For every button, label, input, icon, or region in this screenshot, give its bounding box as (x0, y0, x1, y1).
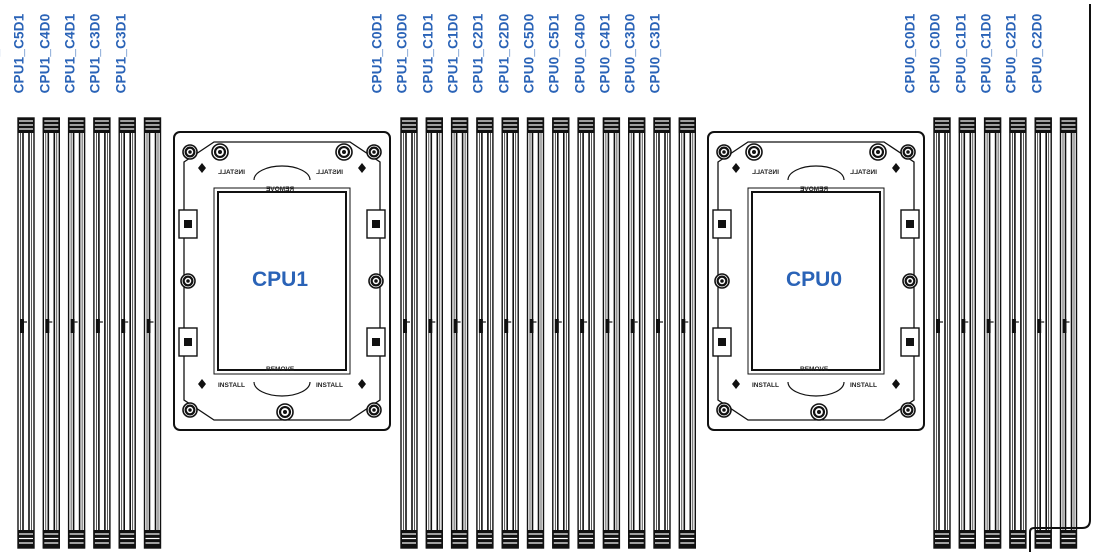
cpu1-install-bottom-left-label: INSTALL (218, 382, 245, 389)
dimm-slot (118, 117, 136, 549)
dimm-slot (400, 117, 418, 549)
cpu1-remove-bottom-label: REMOVE (266, 366, 295, 373)
cpu0-remove-bottom-label: REMOVE (800, 366, 829, 373)
dimm-slot (450, 117, 469, 549)
dimm-slot (42, 117, 60, 549)
dimm-slot-label: CPU0_C3D1 (647, 13, 663, 93)
dimm-slot (143, 117, 162, 549)
dimm-slot (958, 117, 976, 549)
dimm-slot (628, 117, 646, 549)
cpu0-install-bottom-right-label: INSTALL (850, 382, 877, 389)
dimm-slot (983, 117, 1002, 549)
cpu1-install-bottom-right-label: INSTALL (316, 382, 343, 389)
cpu1-install-top-right-label: INSTALL (316, 169, 343, 176)
dimm-slot (602, 117, 621, 549)
dimm-slot (653, 117, 671, 549)
dimm-slot (93, 117, 111, 549)
cpu0-install-bottom-left-label: INSTALL (752, 382, 779, 389)
dimm-slot (577, 117, 595, 549)
dimm-slot (526, 117, 545, 549)
cpu0-socket-drawing (707, 131, 925, 431)
cpu0-install-top-right-label: INSTALL (850, 169, 877, 176)
cpu1-label: CPU1 (252, 268, 309, 291)
dimm-slot (476, 117, 494, 549)
dimm-slot (552, 117, 570, 549)
cpu1-socket-drawing (173, 131, 391, 431)
dimm-slot (501, 117, 519, 549)
dimm-slot (1059, 117, 1078, 549)
dimm-slot (1034, 117, 1052, 549)
cpu1-install-top-left-label: INSTALL (218, 169, 245, 176)
dimm-slot-label: CPU1_C3D1 (113, 13, 129, 93)
dimm-slot (17, 117, 35, 549)
dimm-slot (1009, 117, 1027, 549)
dimm-slot (67, 117, 86, 549)
trace-lines (1029, 4, 1091, 552)
cpu0-install-top-left-label: INSTALL (752, 169, 779, 176)
dimm-slot (425, 117, 443, 549)
cpu1-remove-top-label: REMOVE (266, 186, 295, 193)
dimm-slot (678, 117, 696, 549)
dimm-slot-label: CPU0_C2D0 (1029, 13, 1045, 93)
cpu0-label: CPU0 (786, 268, 843, 291)
dimm-slot (933, 117, 951, 549)
cpu0-remove-top-label: REMOVE (800, 186, 829, 193)
